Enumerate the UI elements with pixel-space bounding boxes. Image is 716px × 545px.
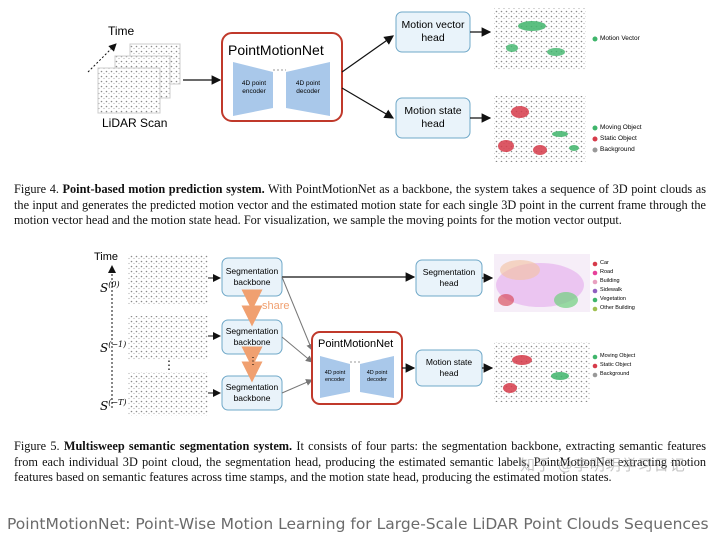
lidar-scan-stack	[97, 43, 181, 114]
watermark: 知乎 @李明玥学习日记	[520, 456, 686, 474]
legend-dot-static	[592, 136, 598, 142]
arrow-net-to-vector-head	[341, 35, 394, 73]
legend-sidewalk: Sidewalk	[600, 287, 623, 293]
motion-state-output	[494, 96, 586, 162]
fig5-backbone-dots: ⋮	[248, 356, 258, 367]
legend-dot-motion-vector	[592, 36, 598, 42]
fig5-motion-state-head-label: Motion state head	[425, 357, 473, 378]
fig4-legend-motion-vector: Motion Vector	[600, 35, 640, 42]
seg-backbone-label-0: Segmentation backbone	[225, 266, 279, 287]
fig5-net-title: PointMotionNet	[318, 338, 394, 350]
legend-road: Road	[600, 269, 614, 275]
fig5-input-scans	[128, 254, 208, 416]
fig5-encoder-label: 4D point encoder	[324, 370, 346, 383]
fig5-s1: S(−1)	[100, 340, 127, 355]
fig5-state-output	[494, 342, 590, 402]
arrow-net-to-state-head	[341, 87, 395, 119]
motion-vector-output	[494, 8, 586, 70]
fig4-encoder-label: 4D point encoder	[241, 80, 267, 95]
fig5-caption-title: Multisweep semantic segmentation system.	[63, 439, 293, 453]
fig4-caption: Figure 4. Point-based motion prediction …	[14, 182, 706, 229]
legend-building: Building	[600, 278, 620, 284]
decoder-block	[286, 62, 330, 116]
fig5-legend-static: Static Object	[600, 362, 632, 368]
fig4-lidar-label: LiDAR Scan	[102, 116, 168, 130]
fig4-time-label: Time	[108, 24, 135, 38]
legend-car: Car	[600, 260, 609, 266]
fig4-caption-label: Figure 4.	[14, 182, 59, 196]
legend-other-building: Other Building	[600, 305, 635, 311]
page-footer-title: PointMotionNet: Point-Wise Motion Learni…	[7, 515, 709, 533]
fig5-dots: ⋮	[163, 358, 175, 372]
seg-backbone-label-1: Segmentation backbone	[225, 326, 279, 347]
fig4-legend-moving: Moving Object	[600, 124, 642, 131]
fig4-motion-state-head-label: Motion state head	[404, 105, 462, 130]
seg-output	[494, 254, 590, 312]
fig5-st: S(−T)	[100, 398, 127, 413]
fig5-caption-label: Figure 5.	[14, 439, 60, 453]
fig5-legend-moving: Moving Object	[600, 353, 636, 359]
seg-backbone-label-t: Segmentation backbone	[225, 382, 279, 403]
fig5-s0: S(0)	[100, 280, 120, 295]
fig5-caption-text: It consists of four parts: the segmentat…	[14, 439, 707, 485]
fig5-legend-background: Background	[600, 371, 630, 377]
seg-head-label: Segmentation head	[422, 267, 476, 288]
fig5-time-label: Time	[94, 251, 119, 263]
fig4-net-title: PointMotionNet	[228, 42, 324, 58]
legend-dot-background	[592, 147, 598, 153]
fig4-motion-vector-head-label: Motion vector head	[401, 19, 465, 44]
fig5-decoder-label: 4D point decoder	[366, 370, 388, 383]
fig5-caption: Figure 5. Multisweep semantic segmentati…	[14, 439, 706, 486]
fig4-decoder-label: 4D point decoder	[295, 80, 321, 95]
fig4-caption-title: Point-based motion prediction system.	[62, 182, 265, 196]
share-label: share	[262, 300, 290, 312]
legend-vegetation: Vegetation	[600, 296, 626, 302]
legend-dot-moving	[592, 125, 598, 131]
fig4-legend-static: Static Object	[600, 135, 637, 142]
fig4-caption-text: With PointMotionNet as a backbone, the s…	[14, 182, 707, 228]
time-arrow	[87, 43, 117, 73]
encoder-block	[233, 62, 273, 116]
fig4-legend-background: Background	[600, 146, 635, 153]
